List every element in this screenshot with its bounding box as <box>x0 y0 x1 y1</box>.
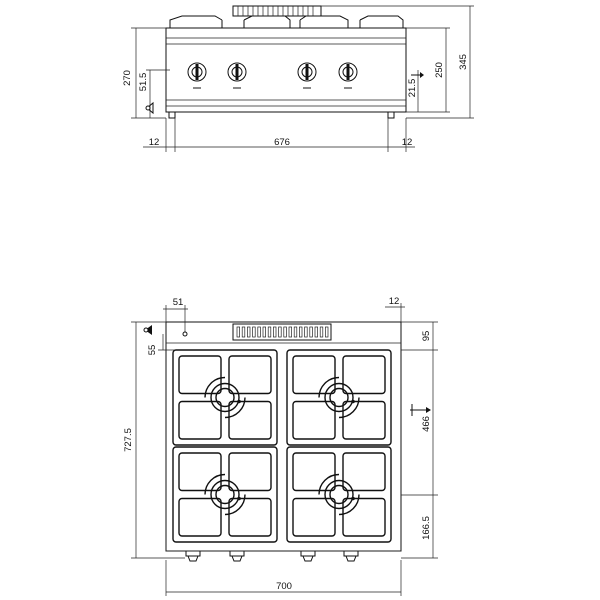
flue-slot <box>278 326 282 338</box>
front-grates <box>166 5 406 29</box>
flue-slot <box>293 326 298 338</box>
top-dimension-lines <box>131 303 438 596</box>
front-knobs <box>187 62 358 89</box>
dim-55: 55 <box>147 345 158 356</box>
top-flue-grille <box>232 323 332 341</box>
front-flue-slots <box>237 6 314 16</box>
dim-51-5: 51.5 <box>138 73 149 92</box>
dim-727-5: 727.5 <box>123 428 134 452</box>
front-dimension-lines <box>131 5 474 152</box>
dim-51: 51 <box>173 297 184 308</box>
flue-slot <box>283 326 287 338</box>
dim-270: 270 <box>122 70 133 86</box>
flue-slot <box>319 326 324 338</box>
top-inlet-marker <box>182 331 188 337</box>
flue-slot <box>257 326 261 338</box>
knob-icon <box>227 62 247 89</box>
burner-grate <box>286 446 392 543</box>
dim-12-top: 12 <box>389 296 400 307</box>
flue-slot <box>241 326 246 338</box>
knob-icon <box>297 62 317 89</box>
burner-grate <box>172 349 278 446</box>
flue-slot <box>314 326 318 338</box>
top-grates <box>172 349 392 543</box>
knob-icon <box>343 550 359 562</box>
front-foot-right <box>387 111 395 119</box>
burner-grate <box>286 349 392 446</box>
flue-slot <box>304 326 308 338</box>
flue-slot <box>267 326 272 338</box>
gas-inlet-arrow-icon <box>411 72 424 78</box>
flue-slot <box>262 326 266 338</box>
dim-12-right: 12 <box>402 137 413 148</box>
flue-slot <box>273 326 277 338</box>
ground-symbol-icon <box>145 101 154 115</box>
flue-slot <box>309 326 313 338</box>
dim-250: 250 <box>434 62 445 78</box>
dim-21-5: 21.5 <box>407 79 418 98</box>
dim-166-5: 166.5 <box>421 516 432 540</box>
flue-slot <box>252 326 256 338</box>
dim-12-left: 12 <box>149 137 160 148</box>
burner-grate <box>172 446 278 543</box>
flue-slot <box>247 326 251 338</box>
flue-slot <box>288 326 292 338</box>
gas-inlet-arrow-icon <box>410 404 431 416</box>
top-view: 727.5 55 51 12 95 466 166.5 700 <box>123 296 438 596</box>
top-knobs <box>185 550 359 562</box>
knob-icon <box>187 62 207 89</box>
flue-slot <box>236 326 240 338</box>
dim-466: 466 <box>421 416 432 432</box>
front-foot-left <box>168 111 176 119</box>
knob-icon <box>185 550 201 562</box>
dim-345: 345 <box>458 54 469 70</box>
knob-icon <box>338 62 358 89</box>
dim-95: 95 <box>421 331 432 342</box>
flue-slot <box>325 326 329 338</box>
front-view: 270 51.5 250 345 21.5 676 12 12 <box>122 5 474 152</box>
ground-symbol-icon <box>143 325 152 335</box>
knob-icon <box>229 550 245 562</box>
knob-icon <box>300 550 316 562</box>
flue-slot <box>299 326 303 338</box>
dim-676: 676 <box>274 137 290 148</box>
dim-700: 700 <box>276 581 292 592</box>
